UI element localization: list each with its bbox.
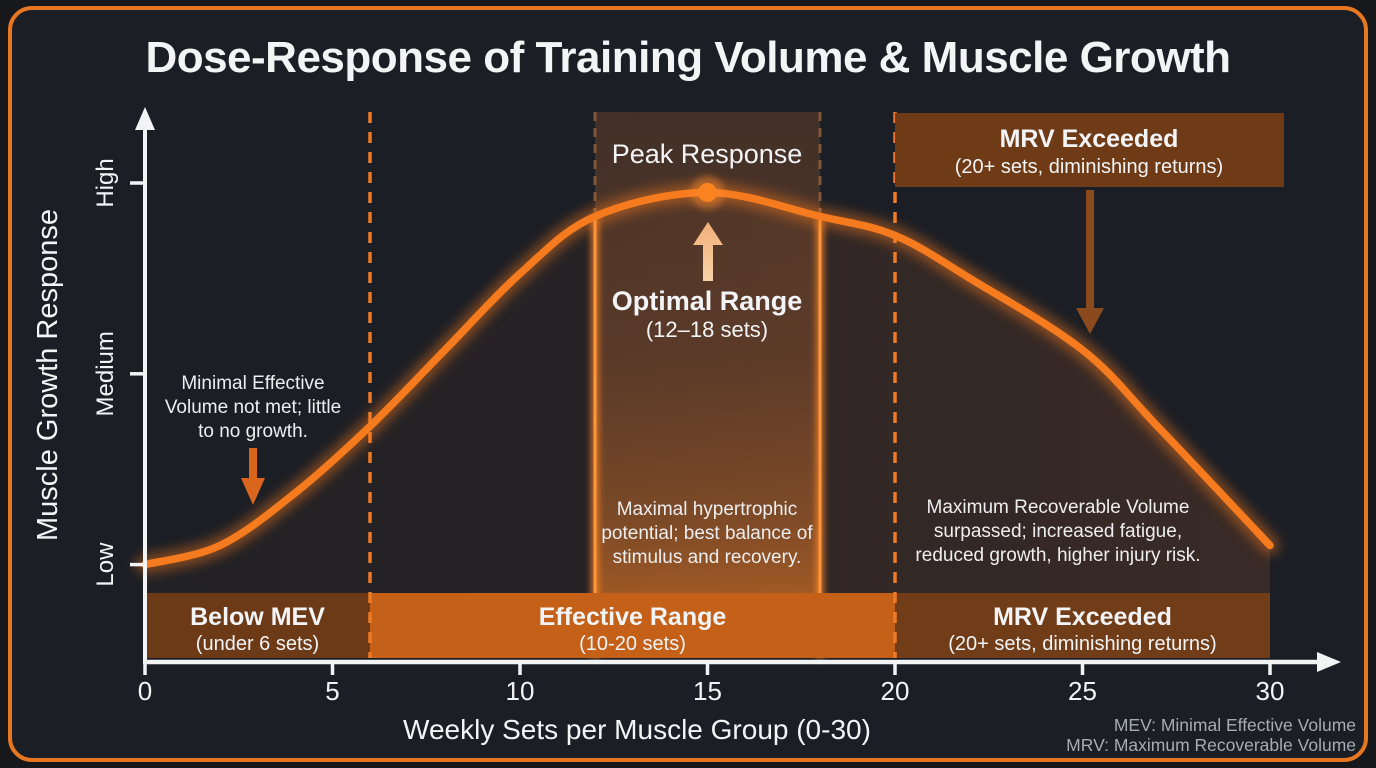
mev-down-arrow-icon — [241, 448, 265, 505]
y-tick-label-high: High — [92, 158, 119, 207]
x-tick-label: 10 — [506, 676, 535, 706]
abbreviation-footnotes: MEV: Minimal Effective Volume MRV: Maxim… — [1066, 715, 1356, 755]
x-tick-0: 0 — [138, 662, 152, 706]
optimal-range-label: Optimal Range — [612, 286, 803, 316]
effective-range-band-subtitle: (10-20 sets) — [579, 633, 686, 655]
x-tick-15: 15 — [693, 662, 722, 706]
mrv-exceeded-band-subtitle: (20+ sets, diminishing returns) — [948, 633, 1216, 655]
effective-range-band-title: Effective Range — [539, 603, 727, 631]
x-tick-label: 30 — [1256, 676, 1285, 706]
mrv-note: Maximum Recoverable Volume surpassed; in… — [915, 497, 1200, 566]
x-tick-20: 20 — [881, 662, 910, 706]
y-tick-medium: Medium — [92, 331, 143, 416]
response-curve — [141, 188, 1274, 569]
x-tick-10: 10 — [506, 662, 535, 706]
mrv-exceeded-band-rect — [895, 593, 1270, 658]
y-tick-label-low: Low — [92, 542, 119, 587]
x-tick-label: 0 — [138, 676, 152, 706]
optimal-note-line3: stimulus and recovery. — [613, 547, 802, 568]
mev-note-line2: Volume not met; little — [165, 397, 341, 418]
mrv-note-line3: reduced growth, higher injury risk. — [915, 545, 1200, 566]
optimal-range-sublabel: (12–18 sets) — [646, 317, 768, 342]
effective-range-band-rect — [370, 593, 895, 658]
mrv-note-line1: Maximum Recoverable Volume — [927, 497, 1190, 518]
mev-note-line1: Minimal Effective — [181, 373, 324, 394]
y-tick-high: High — [92, 158, 143, 208]
y-tick-label-medium: Medium — [92, 331, 119, 416]
x-axis-arrow-icon — [1317, 652, 1341, 672]
mrv-callout-title: MRV Exceeded — [1000, 125, 1179, 153]
below-mev-band-title: Below MEV — [190, 603, 325, 631]
optimal-note-line2: potential; best balance of — [601, 523, 813, 544]
mrv-callout-subtitle: (20+ sets, diminishing returns) — [955, 156, 1223, 178]
x-tick-25: 25 — [1068, 662, 1097, 706]
below-mev-band-rect — [145, 593, 370, 658]
chart-title: Dose-Response of Training Volume & Muscl… — [145, 33, 1230, 82]
mrv-down-arrow-icon — [1076, 190, 1104, 334]
footnote-mev: MEV: Minimal Effective Volume — [1114, 715, 1356, 735]
x-tick-label: 5 — [325, 676, 339, 706]
mev-note-line3: to no growth. — [198, 421, 308, 442]
mrv-note-line2: surpassed; increased fatigue, — [934, 521, 1182, 542]
zone-bands: Below MEV (under 6 sets) Effective Range… — [145, 593, 1270, 658]
x-axis-title: Weekly Sets per Muscle Group (0-30) — [403, 714, 871, 745]
optimal-note-line1: Maximal hypertrophic — [617, 499, 798, 520]
mrv-exceeded-callout: MRV Exceeded (20+ sets, diminishing retu… — [895, 113, 1284, 334]
zone-band-below-mev: Below MEV (under 6 sets) — [145, 593, 370, 658]
y-axis-title: Muscle Growth Response — [32, 209, 64, 541]
x-tick-5: 5 — [325, 662, 340, 706]
y-axis: Low Medium High Muscle Growth Response — [32, 107, 155, 662]
peak-marker-dot — [698, 183, 717, 203]
footnote-mrv: MRV: Maximum Recoverable Volume — [1066, 735, 1356, 755]
zone-band-mrv-exceeded: MRV Exceeded (20+ sets, diminishing retu… — [895, 593, 1270, 658]
mev-note: Minimal Effective Volume not met; little… — [165, 373, 341, 505]
below-mev-band-subtitle: (under 6 sets) — [196, 633, 319, 655]
zone-band-effective-range: Effective Range (10-20 sets) — [370, 593, 895, 658]
y-tick-low: Low — [92, 542, 143, 587]
y-axis-arrow-icon — [135, 107, 155, 130]
x-tick-label: 25 — [1068, 676, 1097, 706]
x-axis: 0 5 10 15 20 25 30 Weekly Sets per Muscl… — [138, 652, 1341, 745]
peak-response-label: Peak Response — [612, 139, 803, 169]
x-tick-30: 30 — [1256, 662, 1285, 706]
x-tick-label: 20 — [881, 676, 910, 706]
optimal-note: Maximal hypertrophic potential; best bal… — [601, 499, 813, 568]
x-tick-label: 15 — [693, 676, 722, 706]
mrv-callout-box — [895, 113, 1284, 187]
mrv-exceeded-band-title: MRV Exceeded — [993, 603, 1172, 631]
peak-up-arrow-icon — [693, 222, 723, 281]
